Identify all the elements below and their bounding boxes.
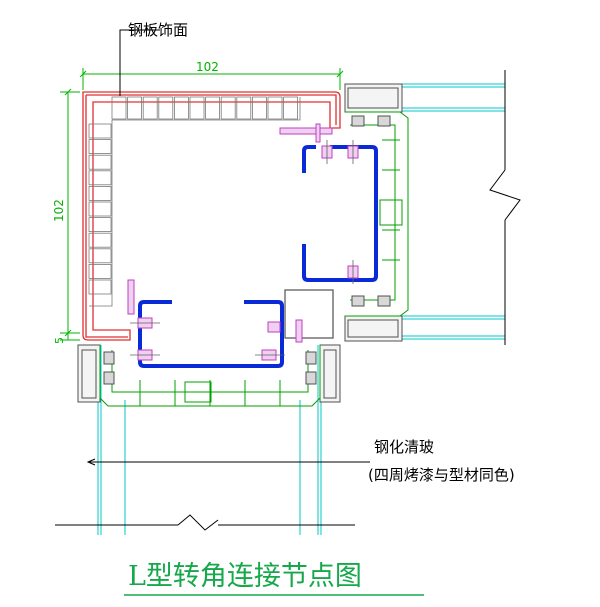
vertical-c-channel: [302, 145, 378, 282]
core-cell: [236, 96, 252, 120]
right-gaskets: [351, 115, 391, 307]
core-cell: [189, 96, 205, 120]
core-cell: [88, 263, 112, 279]
core-cell: [267, 96, 283, 120]
core-cell: [158, 96, 174, 120]
bolt-lines: [130, 140, 354, 356]
core-cell: [88, 232, 112, 248]
dimension-small-value: 5: [53, 337, 66, 344]
core-cell: [127, 96, 142, 120]
horizontal-c-channel: [138, 300, 284, 368]
core-cell: [88, 248, 112, 264]
right-glass-frame: [344, 83, 403, 342]
core-cell: [205, 96, 221, 120]
leader-steel-cladding: [119, 29, 160, 96]
core-cell: [251, 96, 267, 120]
dimension-top: [79, 68, 344, 90]
core-cell: [88, 279, 112, 295]
honeycomb-core: [88, 96, 301, 307]
dimension-top-value: 102: [196, 60, 219, 74]
core-cell: [88, 170, 112, 186]
bottom-gaskets: [103, 351, 317, 385]
core-boundary: [89, 97, 301, 307]
bottom-glass-pane: [97, 345, 322, 535]
core-cell: [111, 96, 127, 120]
label-glass-line1: 钢化清玻: [374, 438, 434, 456]
core-cell: [283, 96, 299, 120]
core-cell: [220, 96, 236, 120]
core-cell: [88, 217, 112, 233]
label-glass-line2: (四周烤漆与型材同色): [368, 466, 515, 484]
core-cell: [142, 96, 158, 120]
core-cell: [173, 96, 189, 120]
corner-filler-block: [284, 289, 334, 339]
core-cell: [88, 139, 112, 155]
core-cell: [88, 123, 112, 139]
break-line-bottom: [55, 514, 355, 531]
break-line-right: [489, 70, 521, 345]
core-cell: [88, 201, 112, 217]
drawing-title: L型转角连接节点图: [128, 561, 362, 592]
leader-glass: [86, 458, 370, 466]
core-cell: [88, 185, 112, 201]
right-glass-pane: [345, 83, 505, 340]
label-steel-cladding: 钢板饰面: [128, 21, 188, 39]
dimension-left-value: 102: [52, 199, 66, 222]
right-mullion: [345, 111, 409, 317]
steel-cladding-outline: [82, 91, 341, 341]
dimension-left: [60, 88, 80, 341]
bottom-transom: [99, 345, 321, 407]
bottom-glass-frame: [77, 344, 341, 403]
core-cell: [88, 154, 112, 170]
